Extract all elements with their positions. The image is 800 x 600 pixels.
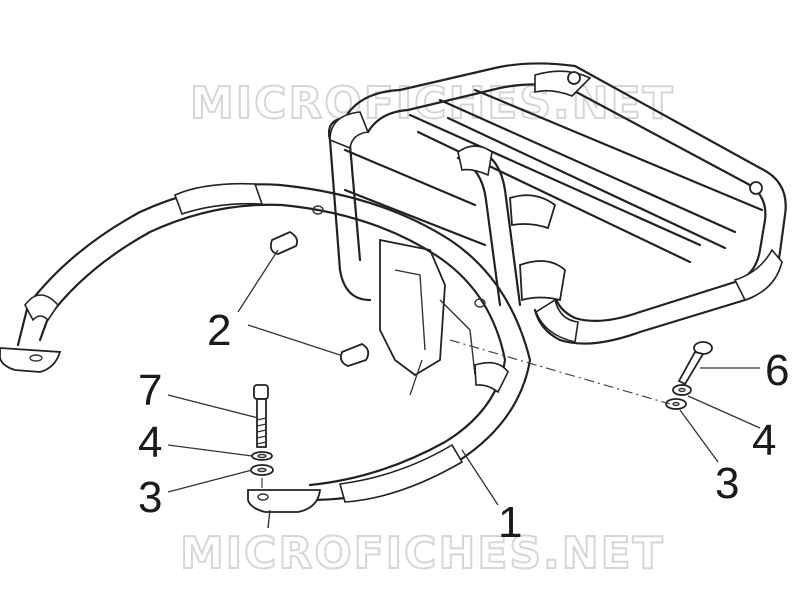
callout-6: 6: [765, 346, 789, 395]
callout-3-right: 3: [715, 459, 739, 508]
carrier-tube: [0, 182, 532, 529]
left-mount-lug: [0, 347, 62, 373]
rack-bolt-head: [749, 181, 763, 195]
callouts: 1 2 3 3 4 4 6 7: [138, 306, 789, 547]
luggage-rack: [327, 62, 787, 377]
callout-1: 1: [498, 498, 522, 547]
callout-4-right: 4: [752, 416, 776, 465]
leader-lines: [167, 249, 761, 506]
watermark-bottom: MICROFICHES.NET: [180, 528, 665, 579]
callout-4-left: 4: [138, 418, 162, 467]
callout-3-left: 3: [138, 473, 162, 522]
rack-bolt-head: [567, 71, 581, 85]
bolt-assembly-right: [449, 339, 713, 410]
bolt-assembly-left: [250, 384, 274, 490]
callout-7: 7: [138, 366, 162, 415]
callout-2: 2: [207, 306, 231, 355]
right-mount-lug: [247, 489, 322, 513]
rivets: [269, 205, 486, 367]
